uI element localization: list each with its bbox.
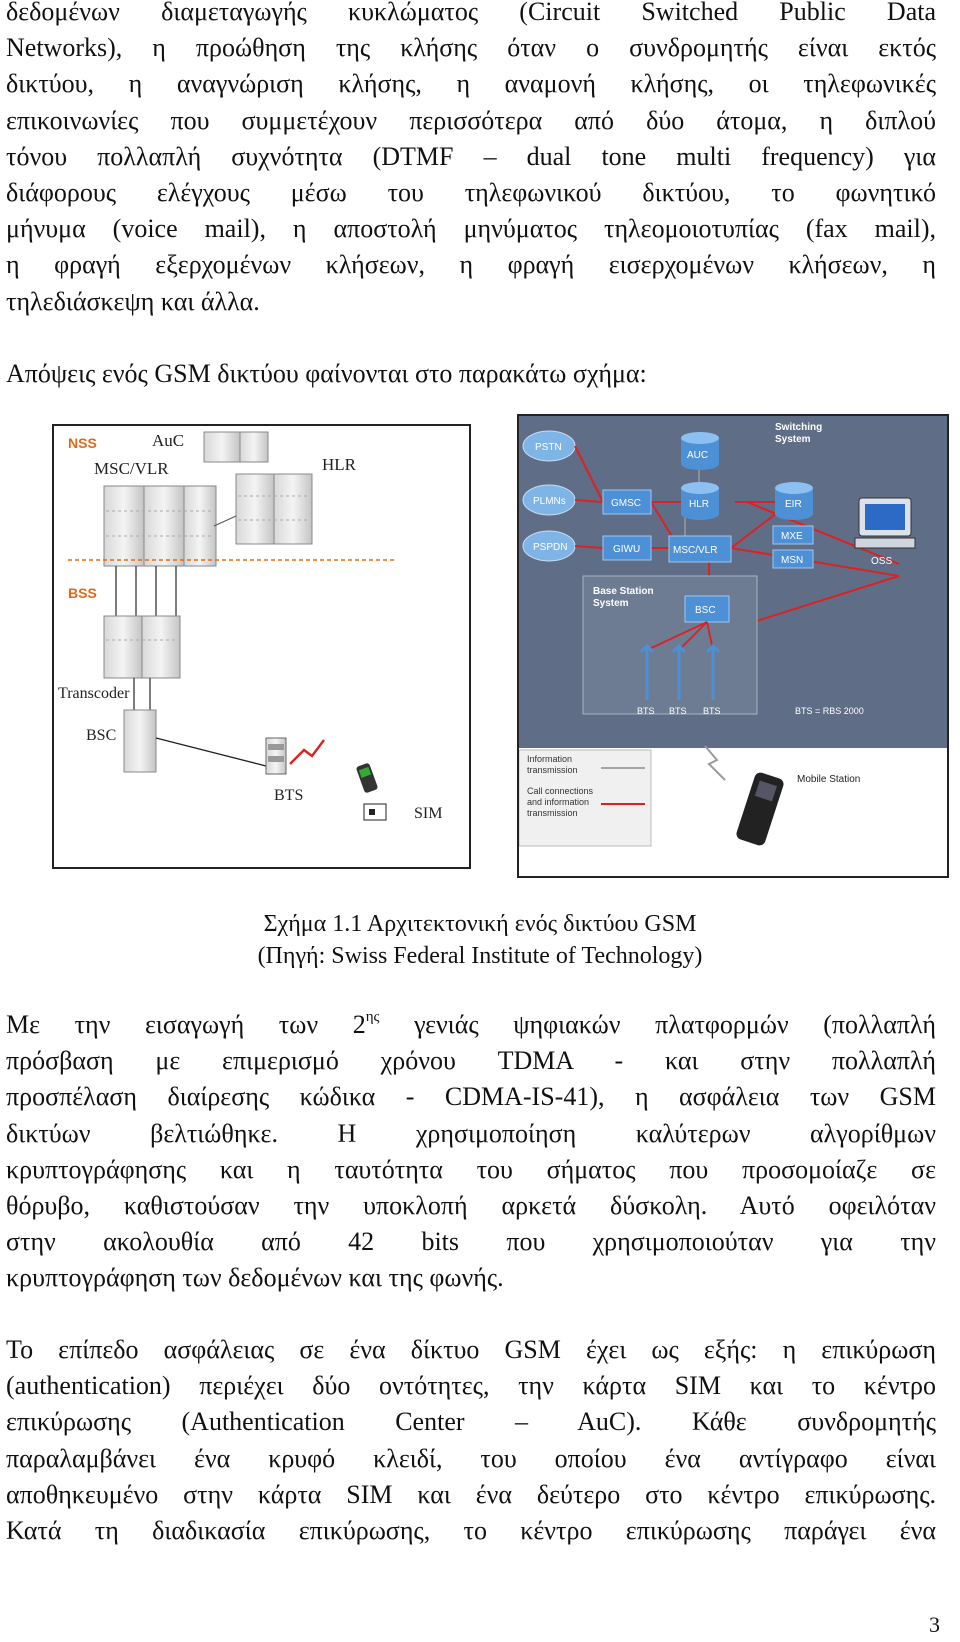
legend-call-line-3: transmission (527, 808, 578, 818)
legend-call-line-1: Call connections (527, 786, 594, 796)
text-line: παραλαμβάνει ένα κρυφό κλειδί, του οποίο… (6, 1443, 936, 1473)
msn-node (772, 549, 814, 569)
text-line: επικύρωσης (Authentication Center – AuC)… (6, 1407, 936, 1437)
bsc-label: BSC (86, 727, 116, 744)
text-line: Με την εισαγωγή των 2ης γενιάς ψηφιακών … (6, 1009, 936, 1040)
auc-label: AuC (152, 431, 184, 450)
msc-vlr-node (668, 535, 732, 563)
msc-vlr-node-label: MSC/VLR (673, 545, 717, 556)
mobile-station-label: Mobile Station (797, 774, 860, 785)
paragraph-2g-security: Με την εισαγωγή των 2ης γενιάς ψηφιακών … (6, 1007, 936, 1297)
switching-system-label-1: Switching (775, 422, 822, 433)
sim-label: SIM (414, 805, 442, 822)
bts-antenna-icons (639, 643, 721, 700)
hlr-cylinder (681, 482, 719, 520)
transcoder-cabinet (103, 615, 181, 679)
text-line: Απόψεις ενός GSM δικτύου φαίνονται στο π… (6, 359, 647, 388)
paragraph-figure-intro: Απόψεις ενός GSM δικτύου φαίνονται στο π… (6, 356, 936, 392)
paragraph-authentication: Το επίπεδο ασφάλειας σε ένα δίκτυο GSM έ… (6, 1332, 936, 1549)
msc-vlr-label: MSC/VLR (94, 459, 169, 478)
page-number: 3 (929, 1612, 940, 1637)
pspdn-label: PSPDN (533, 542, 567, 553)
legend-call-line-2: and information (527, 797, 589, 807)
text-line: η φραγή εξερχομένων κλήσεων, η φραγή εισ… (6, 250, 936, 280)
figure-gsm-right: PSTN PLMNs PSPDN AUC (517, 414, 949, 878)
bts-node-label-1: BTS (637, 706, 655, 716)
text-line: κρυπτογράφηση των δεδομένων και της φωνή… (6, 1263, 504, 1293)
text-line: πρόσβαση με επιμερισμό χρόνου TDMA - και… (6, 1046, 936, 1076)
mxe-node (772, 525, 814, 545)
eir-cylinder (775, 482, 813, 520)
base-station-system-label-1: Base Station (593, 586, 654, 597)
bsc-node (684, 595, 730, 623)
eir-node-label: EIR (785, 499, 802, 510)
gmsc-node-label: GMSC (611, 498, 641, 509)
mobile-phone-icon (356, 763, 378, 793)
transcoder-label: Transcoder (58, 685, 130, 702)
text-line: δεδομένων διαμεταγωγής κυκλώματος (Circu… (6, 0, 936, 26)
plmns-label: PLMNs (533, 496, 566, 507)
gsm-network-diagram: PSTN PLMNs PSPDN AUC (518, 416, 947, 876)
text-line: Networks), η προώθηση της κλήσης όταν ο … (6, 33, 936, 63)
gsm-topology-diagram: NSS AuC MSC/VLR HLR BSS (58, 431, 442, 822)
legend-box (518, 749, 652, 847)
bts-unit (265, 737, 287, 775)
trunk-lines (115, 566, 177, 616)
bts-node-label-3: BTS (703, 706, 721, 716)
text-line: μήνυμα (voice mail), η αποστολή μηνύματο… (6, 214, 936, 244)
auc-node-label: AUC (687, 450, 708, 461)
giwu-node (602, 535, 652, 561)
oss-computer-icon (854, 497, 916, 549)
text-line: δικτύου, η αναγνώριση κλήσης, η αναμονή … (6, 69, 936, 99)
bts-node-label-2: BTS (669, 706, 687, 716)
nss-label: NSS (68, 435, 97, 451)
legend-info-line-1: Information (527, 754, 572, 764)
figure-gsm-left: NSS AuC MSC/VLR HLR BSS (52, 424, 471, 869)
bsc-cabinet (123, 709, 157, 773)
text-line: τηλεδιάσκεψη και άλλα. (6, 286, 260, 316)
text-line: κρυπτογράφησης και η ταυτότητα του σήματ… (6, 1154, 936, 1184)
radio-wave-icon (704, 745, 726, 781)
auc-cylinder (681, 432, 719, 470)
auc-cabinet (203, 431, 269, 463)
mxe-node-label: MXE (781, 531, 803, 542)
figure-caption-source: (Πηγή: Swiss Federal Institute of Techno… (257, 943, 703, 969)
gmsc-node (602, 489, 652, 515)
text-line: διάφορους ελέγχους μέσω του τηλεφωνικού … (6, 178, 936, 208)
text-line: προσπέλαση διαίρεσης κώδικα - CDMA-IS-41… (6, 1082, 936, 1112)
radio-link-icon (289, 739, 325, 765)
oss-label: OSS (871, 556, 892, 567)
paragraph-services: δεδομένων διαμεταγωγής κυκλώματος (Circu… (6, 0, 936, 320)
hlr-label: HLR (322, 455, 357, 474)
text-line: Το επίπεδο ασφάλειας σε ένα δίκτυο GSM έ… (6, 1335, 936, 1364)
mobile-station-phone-icon (736, 772, 784, 846)
figure-caption-title: Σχήμα 1.1 Αρχιτεκτονική ενός δικτύου GSM (263, 911, 697, 937)
base-station-system-label-2: System (593, 598, 629, 609)
hlr-node-label: HLR (689, 499, 709, 510)
text-line: επικοινωνίες που συμμετέχουν περισσότερα… (6, 105, 936, 135)
hlr-cabinet (235, 473, 313, 545)
text-line: Κατά τη διαδικασία επικύρωσης, το κέντρο… (6, 1516, 936, 1546)
text-line: στην ακολουθία από 42 bits που χρησιμοπο… (6, 1227, 936, 1257)
legend-info-line-2: transmission (527, 765, 578, 775)
pstn-label: PSTN (535, 442, 562, 453)
text-line: (authentication) περιέχει δύο οντότητες,… (6, 1371, 936, 1401)
text-line: θόρυβο, καθιστούσαν την υποκλοπή αρκετά … (6, 1191, 936, 1221)
bts-label: BTS (274, 787, 303, 804)
bts-note-label: BTS = RBS 2000 (795, 706, 864, 716)
external-networks (522, 430, 576, 562)
giwu-node-label: GIWU (613, 544, 640, 555)
msn-node-label: MSN (781, 555, 803, 566)
text-line: δικτύων βελτιώθηκε. Η χρησιμοποίηση καλύ… (6, 1118, 936, 1148)
text-line: αποθηκευμένο στην κάρτα SIM και ένα δεύτ… (6, 1479, 936, 1509)
msc-vlr-cabinet (103, 485, 217, 567)
text-line: τόνου πολλαπλή συχνότητα (DTMF – dual to… (6, 141, 936, 171)
bss-label: BSS (68, 585, 97, 601)
bsc-node-label: BSC (695, 605, 716, 616)
switching-system-label-2: System (775, 434, 811, 445)
